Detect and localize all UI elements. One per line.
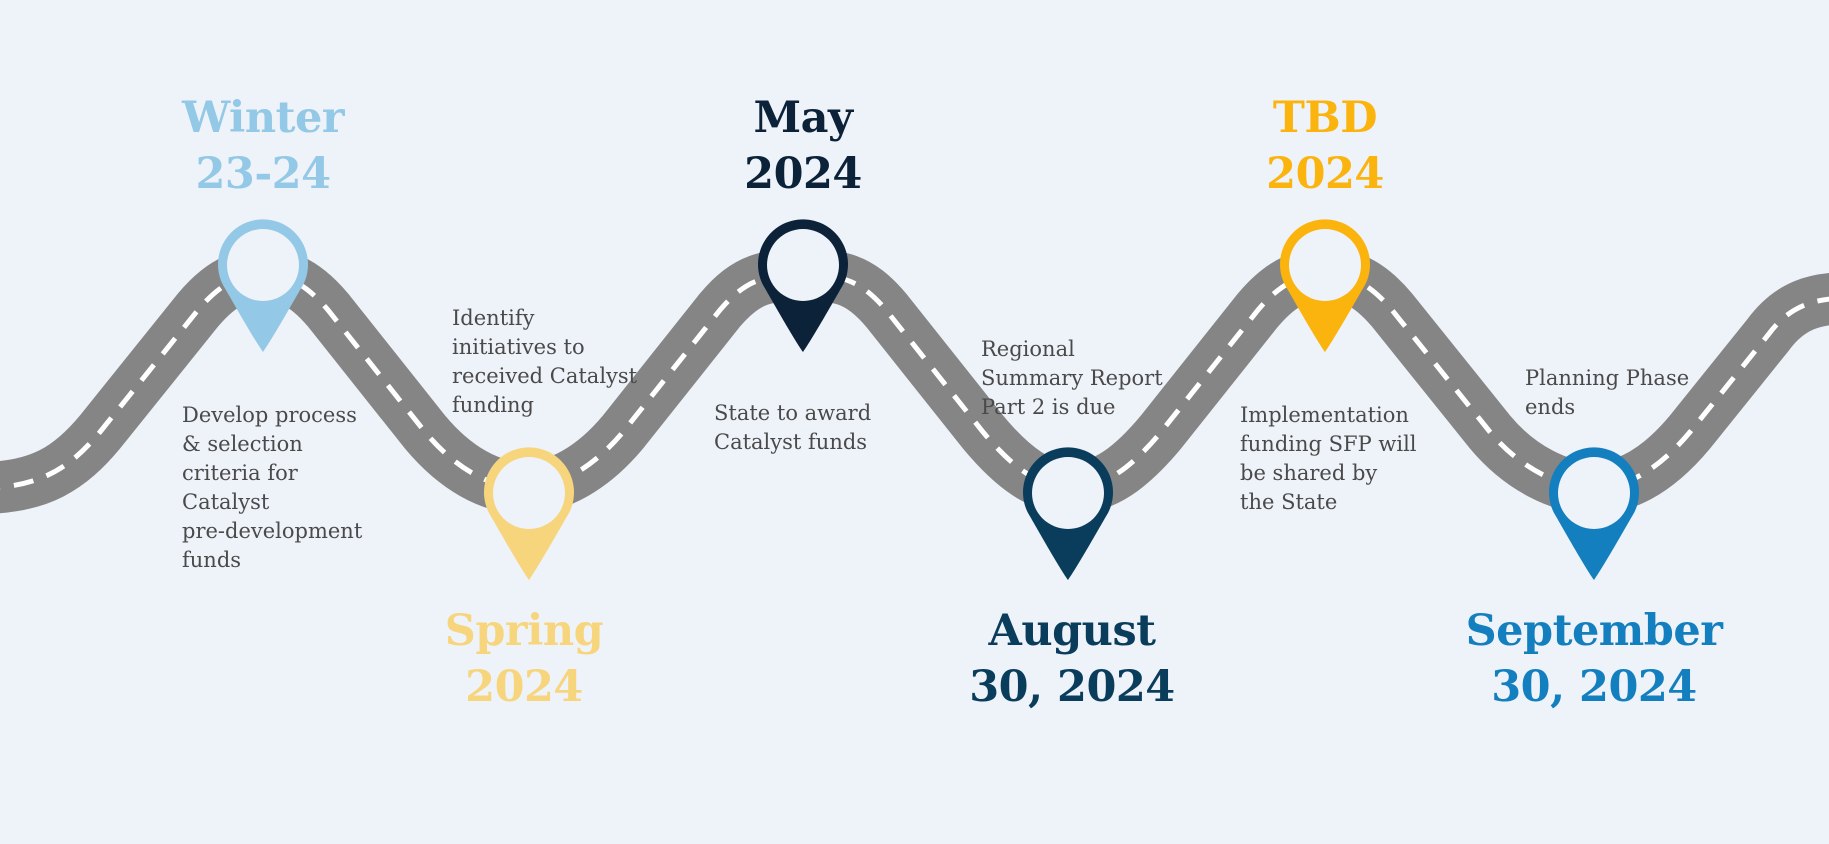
description-line: criteria for	[182, 461, 298, 485]
description-line: Develop process	[182, 403, 357, 427]
milestone-title-line-1: Winter	[181, 93, 345, 143]
description-line: funding	[452, 393, 534, 417]
milestone-description-winter: Develop process & selection criteria for…	[182, 401, 362, 575]
description-line: ends	[1525, 395, 1576, 419]
description-line: & selection	[182, 432, 303, 456]
description-line: Planning Phase	[1525, 366, 1690, 390]
milestone-title-line-1: August	[988, 606, 1156, 656]
description-line: initiatives to	[452, 335, 585, 359]
map-pin-icon	[1549, 447, 1639, 580]
milestone-title-line-1: Spring	[444, 606, 604, 656]
milestone-title-line-2: 2024	[1266, 149, 1384, 199]
description-line: received Catalyst	[452, 364, 638, 388]
description-line: funding SFP will	[1240, 432, 1417, 456]
description-line: funds	[182, 548, 242, 572]
map-pin-icon	[758, 219, 849, 352]
milestone-title-line-1: May	[753, 93, 853, 143]
description-line: Implementation	[1240, 403, 1409, 427]
description-line: Part 2 is due	[981, 395, 1116, 419]
map-pin-icon	[1023, 447, 1113, 580]
milestone-title-line-2: 23-24	[195, 149, 331, 199]
milestone-title-line-1: September	[1465, 606, 1723, 656]
description-line: Summary Report	[981, 366, 1163, 390]
map-pin-icon	[217, 219, 308, 352]
milestone-title-line-2: 30, 2024	[1491, 662, 1697, 712]
description-line: Identify	[452, 306, 535, 330]
milestone-description-september: Planning Phase ends	[1525, 364, 1689, 422]
description-line: Regional	[981, 337, 1075, 361]
map-pin-hole	[1032, 457, 1104, 529]
map-pin-hole	[493, 457, 565, 529]
description-line: pre-development	[182, 519, 363, 543]
milestone-title-september: September 30, 2024	[1466, 603, 1723, 715]
description-line: State to award	[714, 401, 872, 425]
milestone-title-august: August 30, 2024	[969, 603, 1175, 715]
map-pin-hole	[1289, 229, 1361, 301]
description-line: the State	[1240, 490, 1338, 514]
map-pin-icon	[1280, 219, 1370, 352]
milestone-title-winter: Winter 23-24	[181, 90, 345, 202]
milestone-title-line-1: TBD	[1272, 93, 1378, 143]
map-pin-icon	[483, 447, 574, 580]
milestone-title-may: May 2024	[744, 90, 862, 202]
milestone-title-line-2: 2024	[744, 149, 862, 199]
description-line: be shared by	[1240, 461, 1378, 485]
milestone-description-august: Regional Summary Report Part 2 is due	[981, 335, 1163, 422]
map-pin-hole	[767, 229, 839, 301]
map-pin-hole	[1558, 457, 1630, 529]
map-pin-hole	[227, 229, 299, 301]
milestone-pins	[217, 219, 1639, 580]
description-line: Catalyst	[182, 490, 270, 514]
milestone-title-tbd: TBD 2024	[1266, 90, 1384, 202]
milestone-title-spring: Spring 2024	[444, 603, 604, 715]
milestone-description-may: State to award Catalyst funds	[714, 399, 871, 457]
milestone-title-line-2: 30, 2024	[969, 662, 1175, 712]
milestone-title-line-2: 2024	[465, 662, 583, 712]
milestone-description-spring: Identify initiatives to received Catalys…	[452, 304, 637, 420]
milestone-description-tbd: Implementation funding SFP will be share…	[1240, 401, 1417, 517]
description-line: Catalyst funds	[714, 430, 868, 454]
